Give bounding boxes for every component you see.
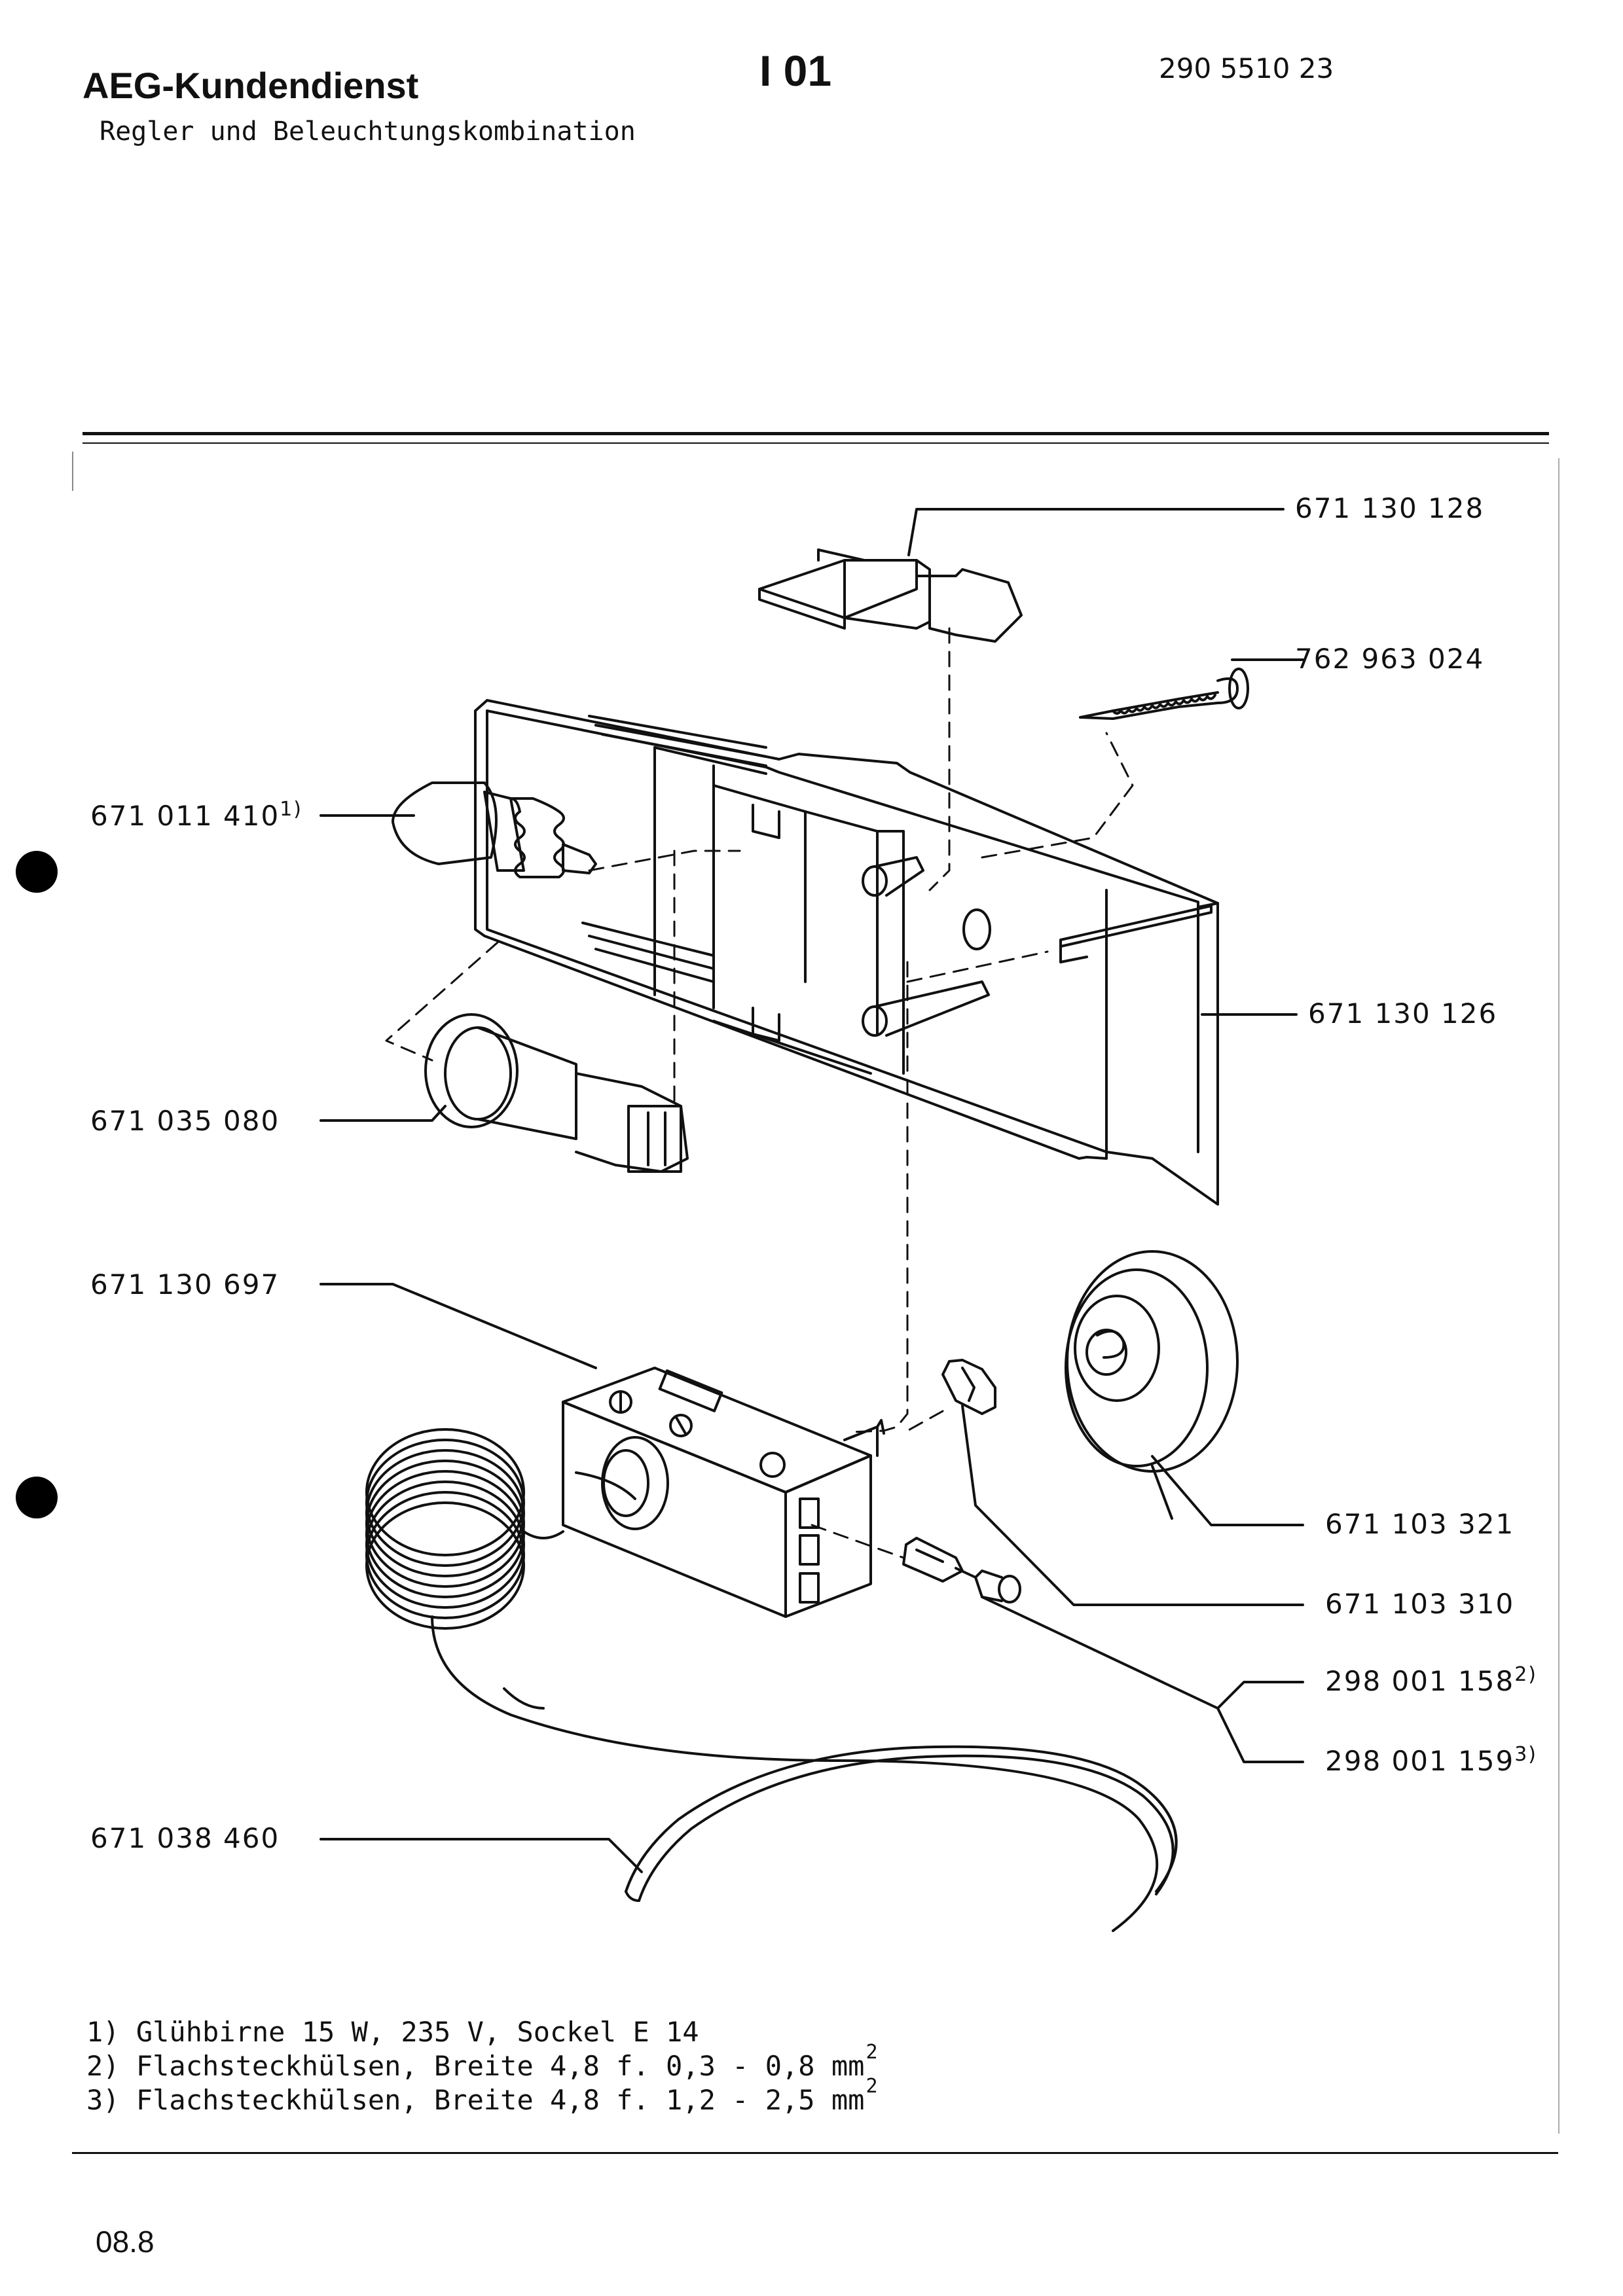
footnote-3: 3) Flachsteckhülsen, Breite 4,8 f. 1,2 -… [86,2075,878,2117]
top-rule-thin [82,442,1549,444]
brand-title: AEG-Kundendienst [82,65,419,106]
thermostat-part [365,1367,1159,1932]
bottom-rule [72,2152,1558,2154]
footnote-2: 2) Flachsteckhülsen, Breite 4,8 f. 0,3 -… [86,2041,878,2083]
part-label-switch: 671 130 128 [1295,492,1485,524]
part-label-knob: 671 103 321 [1325,1508,1515,1540]
document-subtitle: Regler und Beleuchtungskombination [100,117,636,147]
binder-hole-upper [16,851,58,893]
date-code: 08.8 [96,2225,155,2259]
bulb-part [392,781,597,878]
sleeve-part [625,1745,1178,1902]
clip-part [941,1359,996,1415]
document-number: 290 5510 23 [1159,52,1334,84]
screw-part [1079,668,1249,720]
part-label-housing: 671 130 126 [1308,997,1498,1030]
switch-part [758,548,1023,643]
part-label-connector-a: 298 001 1582) [1325,1663,1537,1698]
note-ref-1: 1) [280,798,302,821]
leader-lines [319,508,1304,1873]
frame-left-edge [72,452,73,491]
note-ref-3: 3) [1514,1743,1537,1766]
frame-right-edge [1558,458,1559,2134]
part-label-thermostat: 671 130 697 [90,1268,280,1300]
binder-hole-lower [16,1477,58,1518]
footnote-1: 1) Glühbirne 15 W, 235 V, Sockel E 14 [86,2016,699,2048]
connector-part [902,1537,1021,1604]
part-label-clip: 671 103 310 [1325,1588,1515,1620]
part-label-bulb: 671 011 4101) [90,798,302,833]
note-ref-2: 2) [1514,1663,1537,1686]
part-label-sleeve: 671 038 460 [90,1822,280,1854]
knob-part [1065,1250,1239,1520]
section-code: I 01 [759,46,832,95]
part-label-socket: 671 035 080 [90,1105,280,1137]
housing-part [474,699,1219,1206]
socket-part [424,1013,689,1173]
top-rule [82,432,1549,435]
assembly-lines [385,627,1134,1559]
part-label-connector-b: 298 001 1593) [1325,1743,1537,1778]
part-label-screw: 762 963 024 [1295,643,1485,675]
